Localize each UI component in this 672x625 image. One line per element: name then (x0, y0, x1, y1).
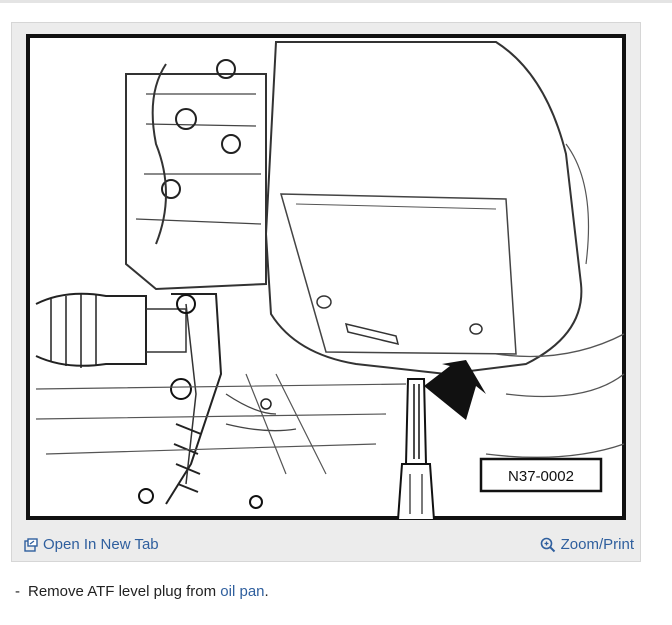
open-in-new-tab-link[interactable]: Open In New Tab (24, 536, 159, 553)
top-divider (0, 0, 672, 3)
figure-toolbar: Open In New Tab Zoom/Print (12, 531, 640, 561)
oil-pan-link[interactable]: oil pan (220, 583, 265, 600)
open-in-new-tab-label: Open In New Tab (43, 536, 159, 553)
diagram-image[interactable]: N37-0002 (26, 34, 626, 520)
caption-text: Remove ATF level plug from (28, 583, 221, 600)
figure-card: N37-0002 Open In New Tab Zoom/P (11, 22, 641, 562)
open-in-new-tab-icon (24, 537, 38, 552)
figure-code-label: N37-0002 (508, 468, 574, 485)
zoom-print-label: Zoom/Print (560, 536, 634, 553)
zoom-print-link[interactable]: Zoom/Print (540, 536, 634, 553)
caption-dash: - (15, 583, 20, 600)
procedure-step-caption: -Remove ATF level plug from oil pan. (15, 583, 269, 600)
caption-period: . (264, 583, 269, 600)
zoom-magnifier-icon (540, 537, 556, 553)
transmission-diagram: N37-0002 (26, 34, 626, 520)
